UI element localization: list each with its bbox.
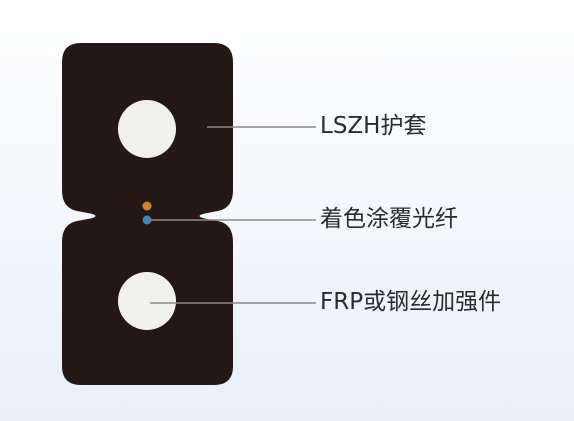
label-lszh-sheath: LSZH护套: [320, 113, 427, 139]
fiber-orange: [142, 201, 152, 211]
fiber-blue: [142, 215, 152, 225]
label-colored-fiber: 着色涂覆光纤: [320, 206, 458, 232]
strength-member-bottom: [118, 272, 176, 330]
lszh-sheath: [62, 43, 233, 385]
strength-member-top: [118, 100, 176, 158]
label-strength-member: FRP或钢丝加强件: [320, 289, 502, 315]
